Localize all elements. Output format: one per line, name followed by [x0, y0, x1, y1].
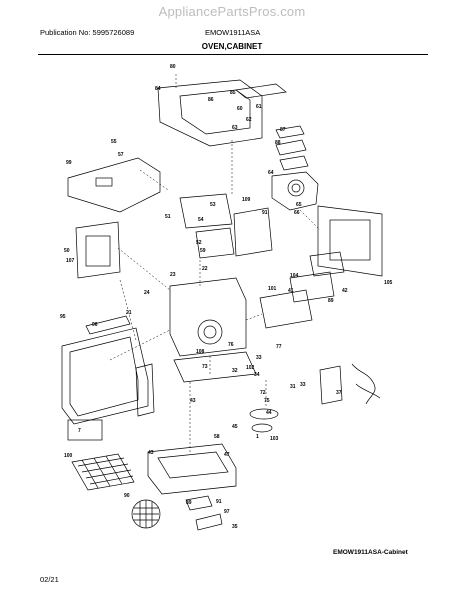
- handle-part: [135, 363, 155, 417]
- callout-54: 54: [198, 217, 204, 223]
- callout-61: 61: [256, 104, 262, 110]
- exploded-parts-diagram: 80 84 85 86 60 61 62 63 87 88 55 57 99 64 65 66 51 53 54 10…: [60, 64, 393, 531]
- callout-24: 24: [144, 290, 150, 296]
- wire-harness-part: [351, 363, 376, 405]
- callout-77: 77: [276, 344, 282, 350]
- callout-104: 104: [290, 273, 299, 279]
- callout-64: 64: [268, 170, 274, 176]
- callout-51: 51: [165, 214, 171, 220]
- callout-23: 23: [170, 272, 176, 278]
- callout-99: 99: [66, 160, 72, 166]
- label-card-part: [67, 419, 103, 441]
- callout-35: 35: [232, 524, 238, 530]
- callout-90: 90: [124, 493, 130, 499]
- base-tray-part: [147, 443, 237, 495]
- callout-1: 1: [256, 434, 259, 440]
- callout-44: 44: [266, 410, 272, 416]
- callout-65: 65: [296, 202, 302, 208]
- callout-103: 103: [270, 436, 279, 442]
- callout-32: 32: [232, 368, 238, 374]
- back-panel-part: [317, 205, 383, 277]
- oven-cavity-part: [169, 277, 247, 357]
- callout-86: 86: [208, 97, 214, 103]
- callout-62: 62: [246, 117, 252, 123]
- callout-108: 108: [196, 349, 205, 355]
- callout-72: 72: [260, 390, 266, 396]
- callout-96: 96: [92, 322, 98, 328]
- callout-87: 87: [280, 127, 286, 133]
- callout-91: 91: [262, 210, 268, 216]
- bottom-plate-part: [173, 351, 257, 383]
- callout-95: 95: [60, 314, 66, 320]
- publication-number: Publication No: 5995726089: [40, 28, 135, 37]
- callout-22: 22: [202, 266, 208, 272]
- callout-21: 21: [126, 310, 132, 316]
- callout-37: 37: [336, 390, 342, 396]
- callout-84: 84: [155, 86, 161, 92]
- callout-50: 50: [64, 248, 70, 254]
- vent-strip-part: [235, 83, 287, 99]
- callout-34: 34: [254, 372, 260, 378]
- callout-33: 33: [300, 382, 306, 388]
- cabinet-top-part: [157, 79, 263, 147]
- diagram-caption: EMOW1911ASA-Cabinet: [333, 549, 408, 556]
- callout-80: 80: [170, 64, 176, 70]
- callout-42: 42: [342, 288, 348, 294]
- callout-41: 41: [288, 288, 294, 294]
- callout-76: 76: [228, 342, 234, 348]
- callout-85: 85: [230, 90, 236, 96]
- watermark: AppliancePartsPros.com: [158, 4, 306, 19]
- callout-89: 89: [186, 500, 192, 506]
- callout-66: 66: [294, 210, 300, 216]
- top-panel-part: [67, 157, 161, 213]
- blower-motor-part: [271, 171, 319, 211]
- callout-97: 97: [224, 509, 230, 515]
- callout-57: 57: [118, 152, 124, 158]
- callout-7: 7: [78, 428, 81, 434]
- model-number: EMOW1911ASA: [205, 28, 261, 37]
- callout-89: 89: [328, 298, 334, 304]
- callout-75: 75: [264, 398, 270, 404]
- callout-55: 55: [111, 139, 117, 145]
- callout-107: 107: [66, 258, 75, 264]
- callout-59: 59: [200, 248, 206, 254]
- callout-45: 45: [232, 424, 238, 430]
- callout-73: 73: [202, 364, 208, 370]
- callout-47: 47: [224, 452, 230, 458]
- callout-109: 109: [242, 197, 251, 203]
- callout-58: 58: [214, 434, 220, 440]
- callout-53: 53: [210, 202, 216, 208]
- callout-33: 33: [256, 355, 262, 361]
- callout-91: 91: [216, 499, 222, 505]
- callout-43: 43: [148, 450, 154, 456]
- callout-52: 52: [196, 240, 202, 246]
- section-title: OVEN,CABINET: [201, 42, 263, 51]
- door-part: [61, 327, 149, 425]
- control-board-part: [75, 221, 121, 279]
- callout-100: 100: [64, 453, 73, 459]
- callout-105: 105: [384, 280, 393, 286]
- callout-43: 43: [190, 398, 196, 404]
- grease-filter-part: [71, 453, 135, 491]
- callout-102: 102: [246, 365, 255, 371]
- callout-63: 63: [232, 125, 238, 131]
- callout-88: 88: [275, 140, 281, 146]
- title-rule: [38, 54, 428, 55]
- callout-101: 101: [268, 286, 277, 292]
- turntable-ring-part: [249, 408, 279, 420]
- callout-labels: 80 84 85 86 60 61 62 63 87 88 55 57 99 64 65 66 51 53 54 10…: [60, 64, 393, 530]
- callout-60: 60: [237, 106, 243, 112]
- revision-date: 02/21: [40, 575, 59, 584]
- callout-31: 31: [290, 384, 296, 390]
